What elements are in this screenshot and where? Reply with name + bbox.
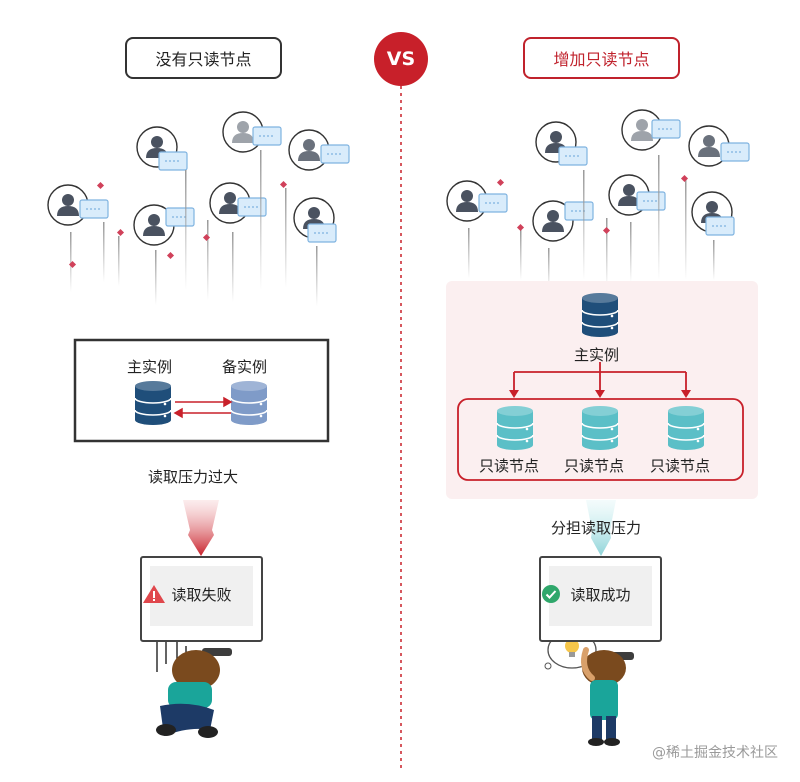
left-down-arrow	[183, 500, 219, 556]
left-users	[47, 111, 350, 306]
watermark: @稀土掘金技术社区	[652, 745, 778, 761]
readonly-node-label-1: 只读节点	[479, 457, 540, 475]
right-primary-instance-label: 主实例	[574, 346, 620, 364]
left-monitor: 读取失败	[140, 556, 263, 642]
warning-icon	[143, 585, 165, 603]
right-dotted-lines	[468, 155, 715, 288]
share-pressure-label: 分担读取压力	[551, 519, 642, 537]
check-icon	[542, 585, 560, 603]
right-down-arrow	[586, 500, 616, 556]
vs-badge: VS	[374, 32, 428, 86]
add-readonly-heading: 增加只读节点	[523, 37, 680, 79]
replication-arrows	[513, 362, 687, 392]
read-failed-text: 读取失败	[171, 586, 232, 604]
lightbulb-icon	[565, 639, 579, 653]
right-users	[446, 109, 750, 288]
left-frustrated-person	[156, 636, 232, 738]
readonly-db-icon-1	[496, 405, 534, 451]
left-instance-box	[73, 338, 330, 443]
readonly-node-label-3: 只读节点	[650, 457, 711, 475]
primary-db-icon	[134, 380, 172, 426]
readonly-node-label-2: 只读节点	[564, 457, 625, 475]
sync-arrows	[173, 396, 233, 419]
no-readonly-heading: 没有只读节点	[125, 37, 282, 79]
right-monitor: 读取成功	[539, 556, 662, 642]
left-dotted-lines	[70, 150, 318, 306]
readonly-group-box	[457, 398, 744, 481]
right-primary-db-icon	[581, 292, 619, 338]
read-success-text: 读取成功	[570, 586, 631, 604]
standby-instance-label: 备实例	[222, 358, 268, 376]
primary-instance-label: 主实例	[127, 358, 173, 376]
readonly-db-icon-3	[667, 405, 705, 451]
readonly-db-icon-2	[581, 405, 619, 451]
right-happy-person	[544, 631, 634, 746]
read-pressure-label: 读取压力过大	[148, 468, 239, 486]
standby-db-icon	[230, 380, 268, 426]
